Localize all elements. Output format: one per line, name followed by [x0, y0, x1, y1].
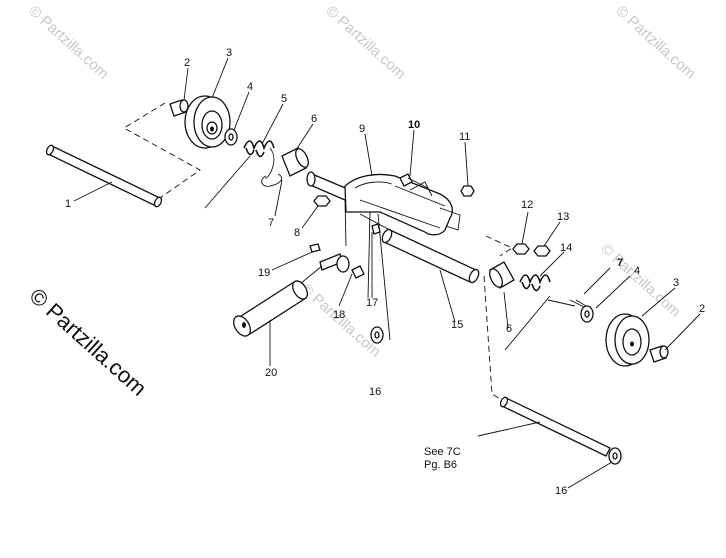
link-arm-left	[344, 199, 391, 341]
label-11: 11	[459, 131, 470, 143]
part-3-wheel-right	[605, 313, 650, 367]
label-19: 19	[258, 267, 270, 279]
label-7-left: 7	[268, 217, 274, 229]
label-17: 17	[366, 297, 378, 309]
watermark-top-center: © Partzilla.com	[322, 2, 408, 82]
label-20: 20	[265, 367, 277, 379]
part-1-shaft	[45, 144, 163, 208]
part-4-washer-right	[580, 305, 594, 323]
part-18-pin	[351, 265, 365, 279]
label-6-left: 6	[311, 113, 317, 125]
part-15-shaft	[359, 213, 480, 284]
label-16-mid: 16	[369, 386, 381, 398]
part-6-bushing-right	[489, 261, 515, 289]
leader-lines	[73, 57, 701, 489]
part-20-shock	[233, 280, 308, 337]
label-2-right: 2	[699, 303, 705, 315]
watermark-top-left: © Partzilla.com	[25, 2, 111, 82]
part-16-washer-lower	[608, 447, 622, 465]
watermark-left-large: © Partzilla.com	[25, 283, 152, 401]
label-16-lower: 16	[555, 485, 567, 497]
part-9-frame	[306, 171, 461, 236]
part-8-nut	[313, 195, 331, 207]
label-10: 10	[408, 119, 420, 131]
part-13-nut	[533, 245, 551, 257]
part-3-wheel-left	[184, 95, 231, 149]
guide-line-right	[485, 235, 513, 257]
label-15: 15	[451, 319, 463, 331]
label-12: 12	[521, 199, 533, 211]
part-11-nut	[460, 185, 475, 197]
label-9: 9	[359, 123, 365, 135]
part-6-bushing-left	[281, 147, 309, 177]
label-3-left: 3	[226, 47, 232, 59]
label-4-left: 4	[247, 81, 253, 93]
part-12-nut	[512, 243, 530, 255]
part-10-bolt	[399, 173, 429, 189]
label-4-right: 4	[634, 265, 640, 277]
note-line-2: Pg. B6	[424, 459, 457, 471]
part-5-spring	[204, 140, 275, 209]
part-7-clip-left	[261, 173, 283, 187]
label-6-right: 6	[506, 323, 512, 335]
label-14: 14	[560, 242, 572, 254]
watermark-mid-right: © Partzilla.com	[597, 240, 683, 320]
label-8: 8	[294, 227, 300, 239]
part-16-washer-mid	[370, 326, 384, 344]
lower-shaft	[499, 396, 611, 457]
part-labels: 1 2 3 4 5 6 7 8 9 10 11 12 13 14 7 4 3 2…	[65, 47, 705, 497]
note-line-1: See 7C	[424, 446, 461, 458]
part-2-bushing-right	[649, 345, 669, 363]
label-3-right: 3	[673, 277, 679, 289]
guide-line-lower	[483, 275, 506, 403]
label-5: 5	[281, 93, 287, 105]
label-2-left: 2	[184, 57, 190, 69]
part-2-bushing-left	[169, 99, 189, 117]
part-4-washer-left	[224, 128, 238, 146]
guide-line-top-left	[123, 102, 201, 199]
watermark-top-right: © Partzilla.com	[612, 2, 698, 82]
label-18: 18	[333, 309, 345, 321]
part-14-spring	[504, 274, 576, 351]
shock-rod	[299, 253, 350, 285]
label-13: 13	[557, 211, 569, 223]
part-19-pin	[309, 243, 321, 253]
label-7-right: 7	[617, 257, 623, 269]
label-1: 1	[65, 198, 71, 210]
